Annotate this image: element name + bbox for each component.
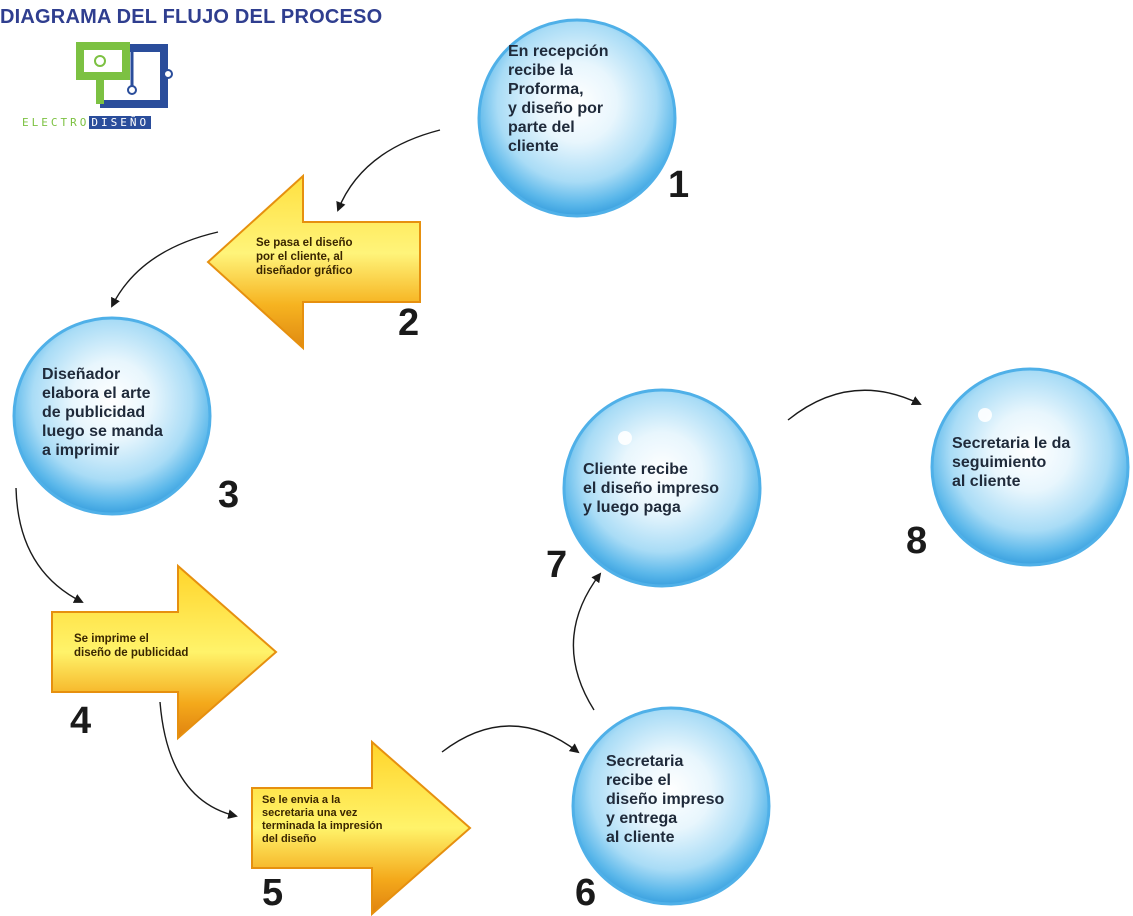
step-7-text: Cliente recibe el diseño impreso y luego… xyxy=(583,461,720,516)
step-4-text: Se imprime el diseño de publicidad xyxy=(74,633,189,659)
arrow-step-5 xyxy=(251,739,472,916)
step-8-text: Secretaria le da seguimiento al cliente xyxy=(952,435,1071,490)
step-2-number: 2 xyxy=(398,302,420,344)
step-1-number: 1 xyxy=(668,164,690,206)
step-4-number: 4 xyxy=(70,700,92,742)
connector-1-2 xyxy=(336,129,441,212)
step-8-number: 8 xyxy=(906,520,928,562)
step-7-number: 7 xyxy=(546,544,568,586)
connector-5-6 xyxy=(441,725,580,754)
connector-4-5 xyxy=(159,701,238,819)
connector-2-3 xyxy=(111,231,219,308)
logo-graphic xyxy=(76,42,173,108)
connector-7-8 xyxy=(787,389,922,421)
step-6-text: Secretaria recibe el diseño impreso y en… xyxy=(606,753,725,846)
bubble-step-3 xyxy=(12,316,212,516)
connector-6-7 xyxy=(572,572,602,711)
connector-3-4 xyxy=(15,487,84,603)
step-3-number: 3 xyxy=(218,474,240,516)
bubble-step-1 xyxy=(477,18,677,218)
step-5-text: Se le envia a la secretaria una vez term… xyxy=(262,794,383,845)
step-5-number: 5 xyxy=(262,872,284,914)
step-1-text: En recepción recibe la Proforma, y diseñ… xyxy=(508,43,609,155)
bubble-step-7 xyxy=(562,388,762,588)
bubble-step-6 xyxy=(571,706,771,906)
arrow-step-2 xyxy=(206,173,421,351)
logo-text-electro: ELECTRO xyxy=(22,116,90,129)
step-3-text: Diseñador elabora el arte de publicidad … xyxy=(42,366,163,459)
step-2-text: Se pasa el diseño por el cliente, al dis… xyxy=(256,237,353,277)
arrow-step-4 xyxy=(51,563,278,741)
bubble-step-8 xyxy=(930,367,1130,567)
step-6-number: 6 xyxy=(575,872,597,914)
page-title: DIAGRAMA DEL FLUJO DEL PROCESO xyxy=(0,6,383,28)
logo-text-diseno: DISEÑO xyxy=(89,116,152,129)
